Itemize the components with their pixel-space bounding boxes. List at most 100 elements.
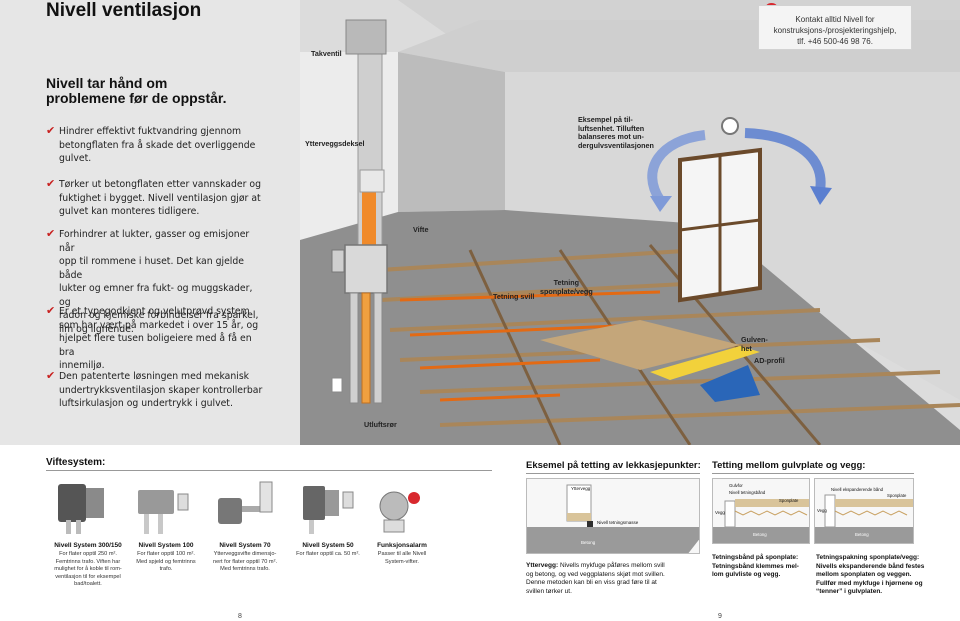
bullet-line: hjelpet flere tusen boligeiere med å få … xyxy=(59,333,252,358)
bullet-line: opp til rommene i huset. Det kan gjelde … xyxy=(59,256,245,281)
floor-pipes xyxy=(399,290,661,402)
back-wall-face xyxy=(398,52,505,212)
bullet-line: betongflaten fra å skade det overliggend… xyxy=(59,139,256,151)
label-utluftsror: Utluftsrør xyxy=(364,420,397,429)
divider xyxy=(46,470,492,471)
contact-line: tlf. +46 500-46 98 76. xyxy=(797,37,873,46)
desc-line: mulighet for å koble til rom- xyxy=(54,566,122,573)
desc-line: Femtrinns trafo. Viften har xyxy=(55,558,121,565)
diag-label-gulvfor: Gulvfor xyxy=(729,483,743,488)
intro-heading: Nivell tar hånd om problemene før de opp… xyxy=(46,76,306,106)
bullet-line: Forhindrer at lukter, gasser og emisjone… xyxy=(59,229,250,254)
label-line: het xyxy=(741,343,752,353)
label-ytterveggsdeksel: Ytterveggsdeksel xyxy=(305,139,365,148)
airflow-arrow-left xyxy=(647,130,706,203)
check-icon: ✔ xyxy=(46,124,56,137)
label-line: Tetning xyxy=(553,278,580,287)
desc-line: For flater opptil ca. 50 m². xyxy=(296,551,360,557)
note-text: Nivells mykfuge påføres mellom svill xyxy=(558,562,665,569)
page-number-left: 8 xyxy=(238,613,242,620)
note-line: Denne metoden kan bli en viss grad føre … xyxy=(526,579,657,586)
bullet-line: Er et typegodkjent og velutprøvd system xyxy=(59,306,250,317)
contact-line: konstruksjons-/prosjekteringshjelp, xyxy=(773,26,897,35)
yellow-strip xyxy=(650,346,760,380)
airflow-arrowhead-right xyxy=(810,186,832,205)
roof-vent xyxy=(345,19,387,55)
desc-line: Med femtrinns trafo. xyxy=(220,566,270,573)
bullet-line: Tørker ut betongflaten etter vannskader … xyxy=(59,179,261,190)
label-line: sponplate/vegg xyxy=(540,286,593,296)
diag-label-vegg: Vegg xyxy=(715,510,725,515)
unit-title: Nivell System 50 xyxy=(302,542,354,549)
check-icon: ✔ xyxy=(46,304,56,317)
funksjonsalarm-image xyxy=(379,491,420,533)
bullet-line: Hindrer effektivt fuktvandring gjennom xyxy=(59,126,242,137)
check-icon: ✔ xyxy=(46,369,56,382)
bullet-line: lim og lignende. xyxy=(59,323,134,335)
illustration-band: Nivell ventilasjon ! Kontakt alltid Nive… xyxy=(0,0,960,445)
pipe-right xyxy=(373,292,383,404)
divider xyxy=(712,473,914,474)
bullet-2: ✔ Tørker ut betongflaten etter vannskade… xyxy=(46,177,266,219)
bullet-1: ✔ Hindrer effektivt fuktvandring gjennom… xyxy=(46,124,266,166)
window xyxy=(678,147,762,303)
bullet-line: fuktighet i bygget. Nivell ventilasjon g… xyxy=(59,192,261,204)
divider xyxy=(526,473,700,474)
pipe-mid xyxy=(361,292,371,404)
check-icon: ✔ xyxy=(46,227,56,240)
note-bold-line: Fullfør med mykfuge i hjørnene og xyxy=(816,579,923,587)
unit-desc: Ytterveggsvifte dimensjo- nert for flate… xyxy=(204,551,286,574)
note-line: Yttervegg: Nivells mykfuge påføres mello… xyxy=(526,562,706,571)
bullet-line: luftsirkulasjon og undertrykk i gulvet. xyxy=(59,398,233,409)
diag-label-betong: Betong xyxy=(753,532,767,537)
diag-label-sponplate: Sponplate xyxy=(779,498,799,503)
gulv-diagram-2-drawing xyxy=(815,494,913,543)
gulv-diagram-1: Gulvfor Nivell tetningsbånd Sponplate Ve… xyxy=(712,478,810,544)
viftesystem-heading: Viftesystem: xyxy=(46,457,106,468)
bullet-4: ✔ Er et typegodkjent og velutprøvd syste… xyxy=(46,304,266,373)
pipe-left xyxy=(349,292,359,404)
diag-label-yttervegg: Yttervegg xyxy=(571,486,591,491)
system-50-image xyxy=(303,486,354,534)
note-line: og betong, og ved veggplatens skjøt mot … xyxy=(526,570,665,578)
note-line: lom gulvliste og vegg. xyxy=(712,571,781,578)
label-takventil: Takventil xyxy=(311,49,342,58)
gulv-diagram-2: Nivell ekspanderende bånd Sponplate Vegg… xyxy=(814,478,914,544)
note-bold-line: Tetningspakning sponplate/vegg: xyxy=(816,554,920,561)
label-line: Eksempel på til- xyxy=(578,115,633,124)
bullet-line: lukter og emner fra fukt- og muggskader,… xyxy=(59,283,253,308)
system-300-image xyxy=(58,484,104,534)
contact-box: Kontakt alltid Nivell for konstruksjons-… xyxy=(758,5,912,50)
page-number-right: 9 xyxy=(718,613,722,620)
desc-line: ventilasjon til for eksempel xyxy=(55,573,121,580)
orange-pipe xyxy=(362,185,376,245)
unit-title: Nivell System 100 xyxy=(138,542,194,549)
unit-desc: Passer til alle Nivell System-vifter. xyxy=(362,551,442,566)
note-line: svillen tørker ut. xyxy=(526,587,572,595)
label-line: Gulven- xyxy=(741,335,768,344)
desc-line: trafo. xyxy=(159,566,173,573)
contact-text: Kontakt alltid Nivell for konstruksjons-… xyxy=(759,14,911,47)
desc-line: System-vifter. xyxy=(385,558,419,565)
bullet-line: undertrykksventilasjon skaper kontroller… xyxy=(59,384,263,396)
note-bold-line: Tetningsbånd klemmes mel- xyxy=(712,562,799,570)
unit-title: Nivell System 70 xyxy=(219,542,271,549)
leak-heading: Eksemel på tetting av lekkasjepunkter: xyxy=(526,460,701,471)
diag-label-betong: Betong xyxy=(855,532,869,537)
gulv-diagram-1-drawing xyxy=(713,499,809,543)
label-tetning-svill: Tetning svill xyxy=(493,292,535,301)
desc-line: For flater opptil 100 m². xyxy=(137,551,195,557)
airflow-arrowhead-left xyxy=(650,196,672,212)
label-line: luftsenhet. Tilluften xyxy=(578,123,645,133)
diag-label-tetningsmasse: Nivell tetningsmasse xyxy=(597,520,639,525)
chipboard-plate xyxy=(540,320,740,370)
desc-line: Med spjeld og femtrinns xyxy=(136,558,196,565)
bullet-line: innemiljø. xyxy=(59,360,105,371)
gulv-heading: Tetting mellom gulvplate og vegg: xyxy=(712,460,866,471)
note-bold-line: “tenner” i gulvplaten. xyxy=(816,588,883,595)
system-70-image xyxy=(218,481,273,524)
intro-heading-line: Nivell tar hånd om xyxy=(46,75,168,91)
bullet-line: gulvet. xyxy=(59,153,92,164)
label-line: dergulvsventilasjonen xyxy=(578,140,654,150)
note-bold-line: Tetningsbånd på sponplate: xyxy=(712,554,799,561)
